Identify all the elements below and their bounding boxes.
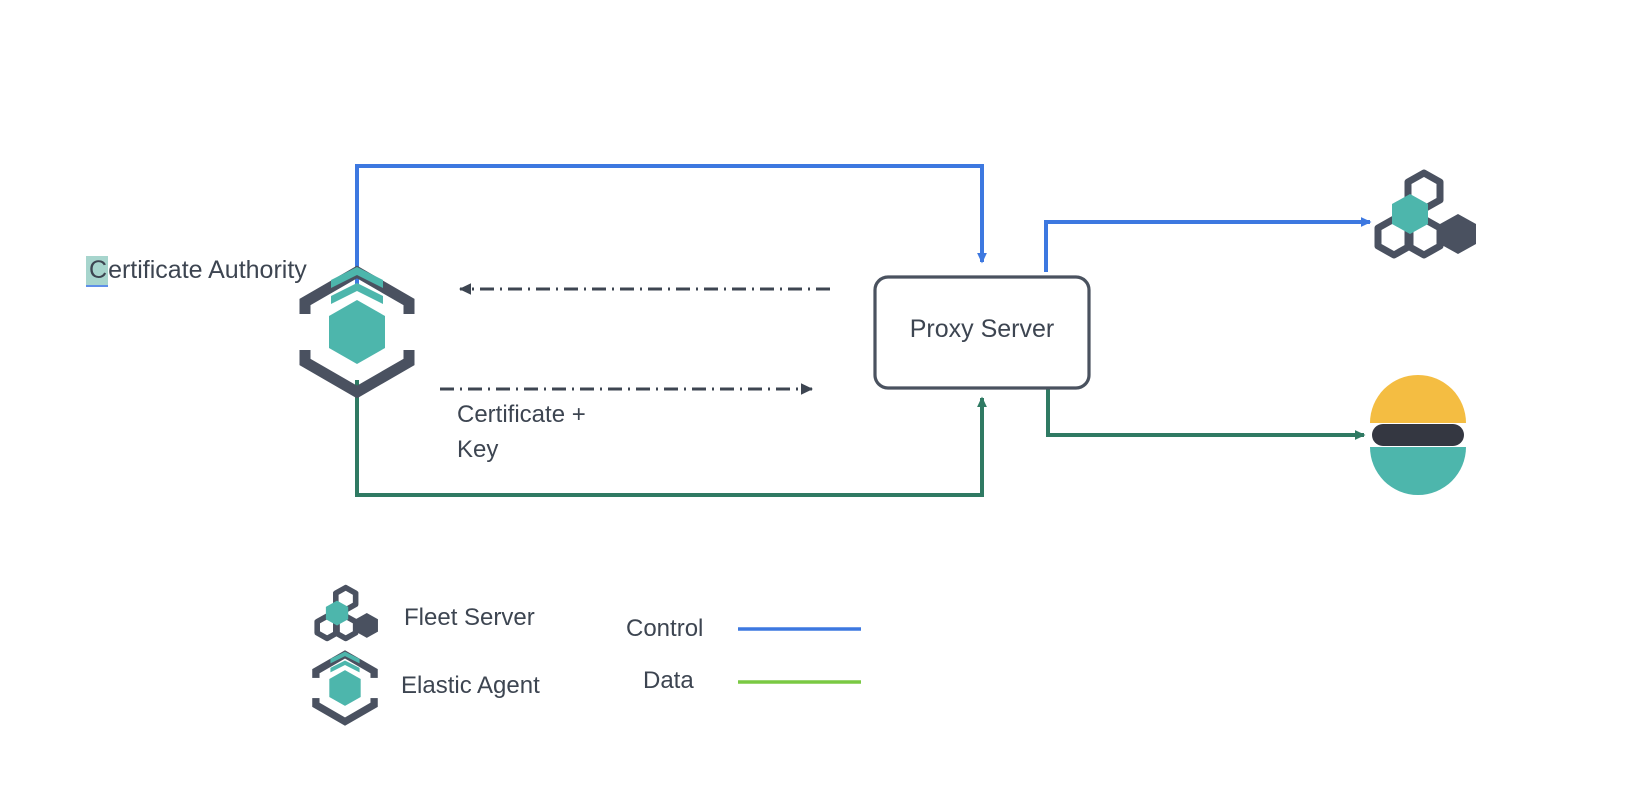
legend-item-label-fleet-server: Fleet Server	[404, 604, 535, 631]
certificate-key-line-1: Certificate +	[457, 401, 586, 428]
edge-control-agent-to-proxy	[355, 164, 987, 285]
legend-elastic-agent-icon	[311, 650, 379, 726]
legend-fleet-server-icon	[314, 584, 378, 642]
edge-data-agent-to-proxy	[355, 380, 987, 497]
fleet-server-icon	[1374, 169, 1476, 259]
legend-line-label-data: Data	[643, 667, 694, 694]
certificate-key-line-2: Key	[457, 436, 499, 463]
proxy-server-label: Proxy Server	[909, 315, 1055, 343]
edge-control-proxy-to-fleet	[1044, 217, 1372, 272]
elasticsearch-icon	[1370, 375, 1466, 495]
elastic-agent-icon	[299, 265, 415, 399]
certificate-authority-label-rest: ertificate Authority	[108, 256, 307, 284]
proxy-server-node[interactable]	[873, 275, 1091, 390]
edge-data-proxy-to-elasticsearch	[1046, 388, 1366, 440]
legend-line-label-control: Control	[626, 615, 704, 642]
legend-item-label-elastic-agent: Elastic Agent	[401, 672, 540, 699]
certificate-authority-label: Certificate Authority	[86, 254, 307, 287]
certificate-key-label: Certificate + Key	[457, 397, 586, 467]
certificate-authority-label-highlight: C	[86, 256, 109, 287]
